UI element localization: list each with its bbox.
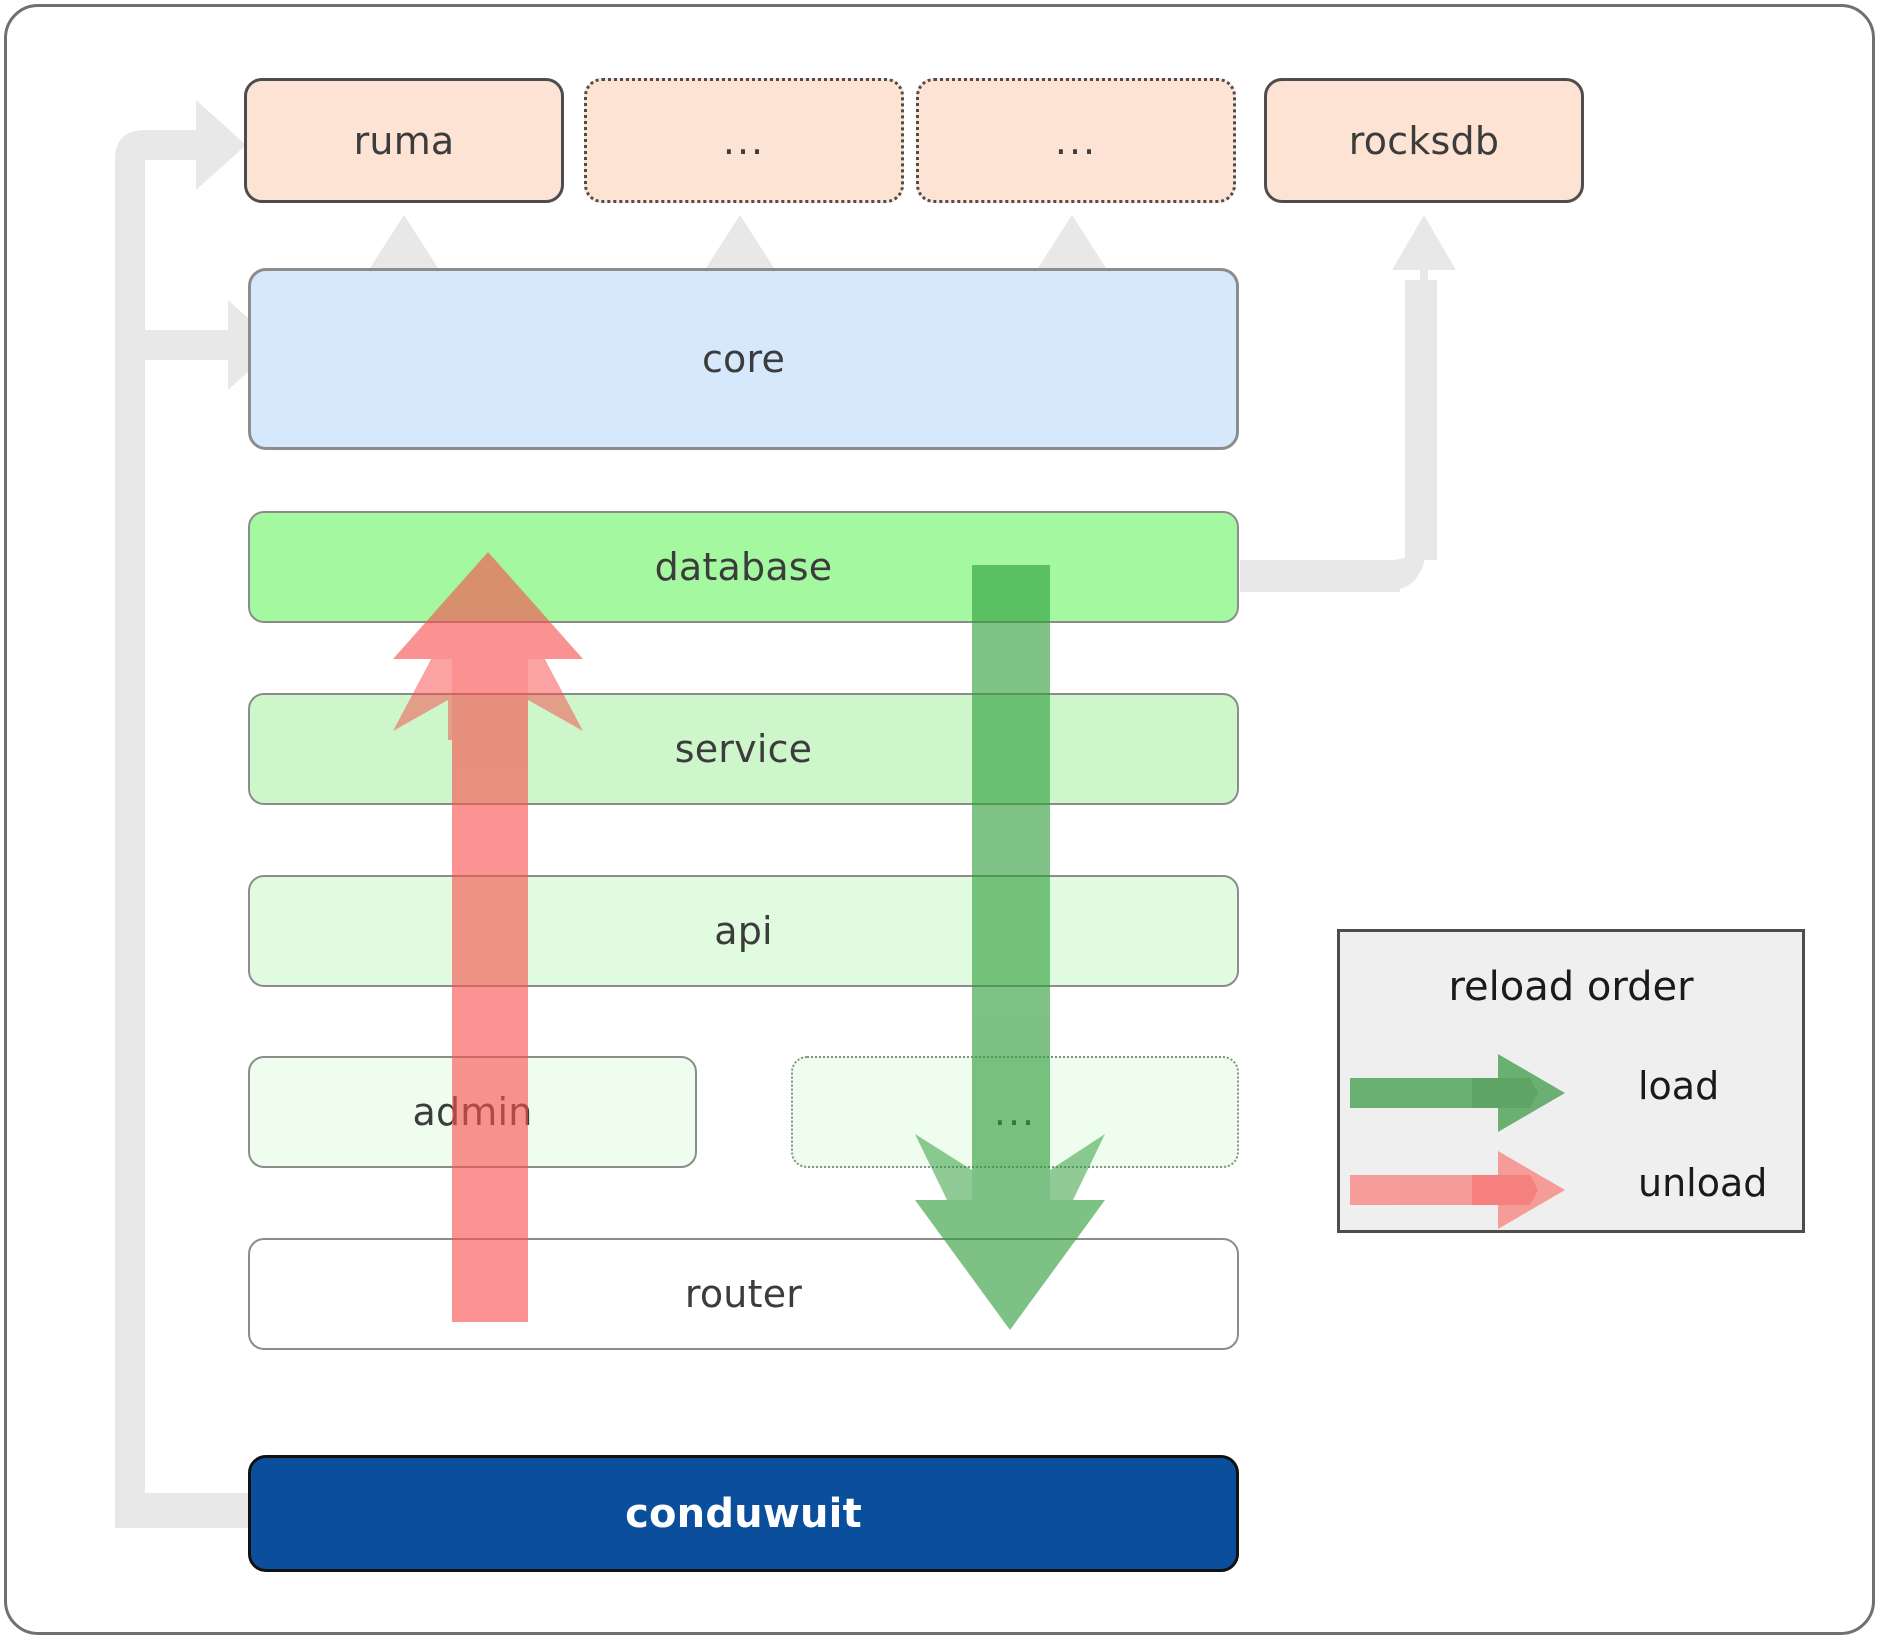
node-router[interactable]: router bbox=[248, 1238, 1239, 1350]
node-label-core: core bbox=[701, 337, 786, 381]
node-label-rocksdb: rocksdb bbox=[1348, 118, 1500, 163]
node-conduwuit[interactable]: conduwuit bbox=[248, 1455, 1239, 1572]
node-core[interactable]: core bbox=[248, 268, 1239, 450]
node-label-router: router bbox=[684, 1272, 803, 1316]
legend-label-unload: unload bbox=[1638, 1161, 1768, 1205]
node-api[interactable]: api bbox=[248, 875, 1239, 987]
node-dep-dots-2[interactable]: ... bbox=[916, 78, 1236, 203]
node-service[interactable]: service bbox=[248, 693, 1239, 805]
node-dep-dots-1[interactable]: ... bbox=[584, 78, 904, 203]
node-label-dep-dots-2: ... bbox=[1054, 118, 1098, 163]
legend-row-load: load bbox=[1340, 1050, 1802, 1140]
node-ruma[interactable]: ruma bbox=[244, 78, 564, 203]
node-label-ruma: ruma bbox=[353, 118, 455, 163]
legend-row-unload: unload bbox=[1340, 1147, 1802, 1237]
node-layer-dots[interactable]: ... bbox=[791, 1056, 1239, 1168]
legend-box: reload order load unload bbox=[1337, 929, 1805, 1233]
unload-legend-icon bbox=[1350, 1151, 1565, 1229]
node-label-dep-dots-1: ... bbox=[722, 118, 766, 163]
node-rocksdb[interactable]: rocksdb bbox=[1264, 78, 1584, 203]
node-label-layer-dots: ... bbox=[993, 1090, 1037, 1134]
legend-title: reload order bbox=[1448, 964, 1694, 1010]
node-label-database: database bbox=[654, 545, 833, 589]
node-label-api: api bbox=[714, 909, 773, 953]
diagram-frame bbox=[4, 4, 1875, 1635]
node-label-conduwuit: conduwuit bbox=[625, 1490, 862, 1537]
legend-label-load: load bbox=[1638, 1064, 1720, 1108]
node-admin[interactable]: admin bbox=[248, 1056, 697, 1168]
node-label-service: service bbox=[674, 727, 813, 771]
node-database[interactable]: database bbox=[248, 511, 1239, 623]
load-legend-icon bbox=[1350, 1054, 1565, 1132]
node-label-admin: admin bbox=[412, 1090, 533, 1134]
